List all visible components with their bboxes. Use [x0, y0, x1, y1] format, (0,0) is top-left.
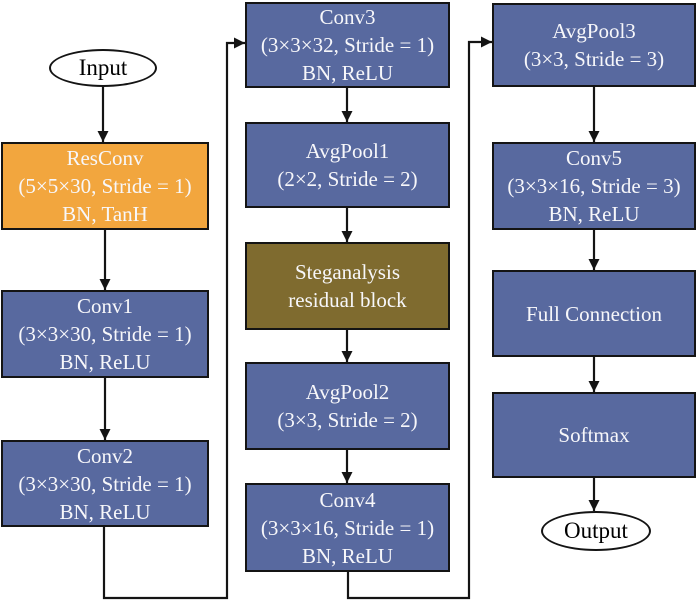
node-avgpool1: AvgPool1 (2×2, Stride = 2): [245, 122, 450, 208]
node-params: (3×3×32, Stride = 1): [260, 33, 435, 57]
node-activation: BN, ReLU: [302, 543, 393, 568]
node-avgpool3: AvgPool3 (3×3, Stride = 3): [492, 3, 696, 87]
node-conv3: Conv3 (3×3×32, Stride = 1) BN, ReLU: [245, 2, 450, 88]
node-title: Conv2: [76, 443, 133, 468]
node-title: AvgPool2: [305, 380, 390, 404]
node-conv4: Conv4 (3×3×16, Stride = 1) BN, ReLU: [245, 483, 450, 572]
node-params: (2×2, Stride = 2): [277, 167, 418, 191]
node-full-connection: Full Connection: [492, 270, 696, 357]
node-params: (3×3, Stride = 2): [277, 408, 418, 432]
node-title: ResConv: [66, 146, 144, 170]
node-subtitle: residual block: [288, 288, 407, 312]
node-title: Full Connection: [526, 301, 662, 326]
node-softmax: Softmax: [492, 392, 696, 478]
output-label: Output: [564, 518, 628, 543]
node-title: Conv1: [76, 294, 133, 318]
node-conv5: Conv5 (3×3×16, Stride = 3) BN, ReLU: [492, 142, 696, 230]
node-conv1: Conv1 (3×3×30, Stride = 1) BN, ReLU: [1, 290, 209, 378]
node-title: AvgPool1: [305, 139, 390, 163]
input-terminal: Input: [49, 49, 157, 87]
input-label: Input: [78, 55, 128, 80]
node-title: Conv3: [319, 5, 376, 29]
node-params: (3×3×16, Stride = 3): [507, 174, 681, 198]
node-title: Steganalysis: [295, 260, 400, 284]
node-params: (5×5×30, Stride = 1): [18, 174, 192, 198]
node-params: (3×3×16, Stride = 1): [260, 515, 435, 540]
node-activation: BN, ReLU: [59, 350, 151, 374]
node-title: Softmax: [558, 423, 630, 447]
node-activation: BN, TanH: [62, 202, 148, 226]
node-steganalysis-residual-block: Steganalysis residual block: [245, 242, 450, 330]
node-activation: BN, ReLU: [302, 61, 393, 85]
node-activation: BN, ReLU: [548, 202, 640, 226]
node-params: (3×3×30, Stride = 1): [18, 322, 192, 346]
node-params: (3×3×30, Stride = 1): [18, 471, 192, 496]
node-title: Conv4: [319, 487, 376, 512]
node-conv2: Conv2 (3×3×30, Stride = 1) BN, ReLU: [1, 440, 209, 527]
node-activation: BN, ReLU: [59, 499, 151, 524]
node-resconv: ResConv (5×5×30, Stride = 1) BN, TanH: [1, 142, 209, 230]
output-terminal: Output: [541, 511, 651, 551]
node-title: Conv5: [565, 146, 622, 170]
node-params: (3×3, Stride = 3): [523, 47, 665, 71]
node-avgpool2: AvgPool2 (3×3, Stride = 2): [245, 362, 450, 450]
node-title: AvgPool3: [552, 19, 636, 43]
